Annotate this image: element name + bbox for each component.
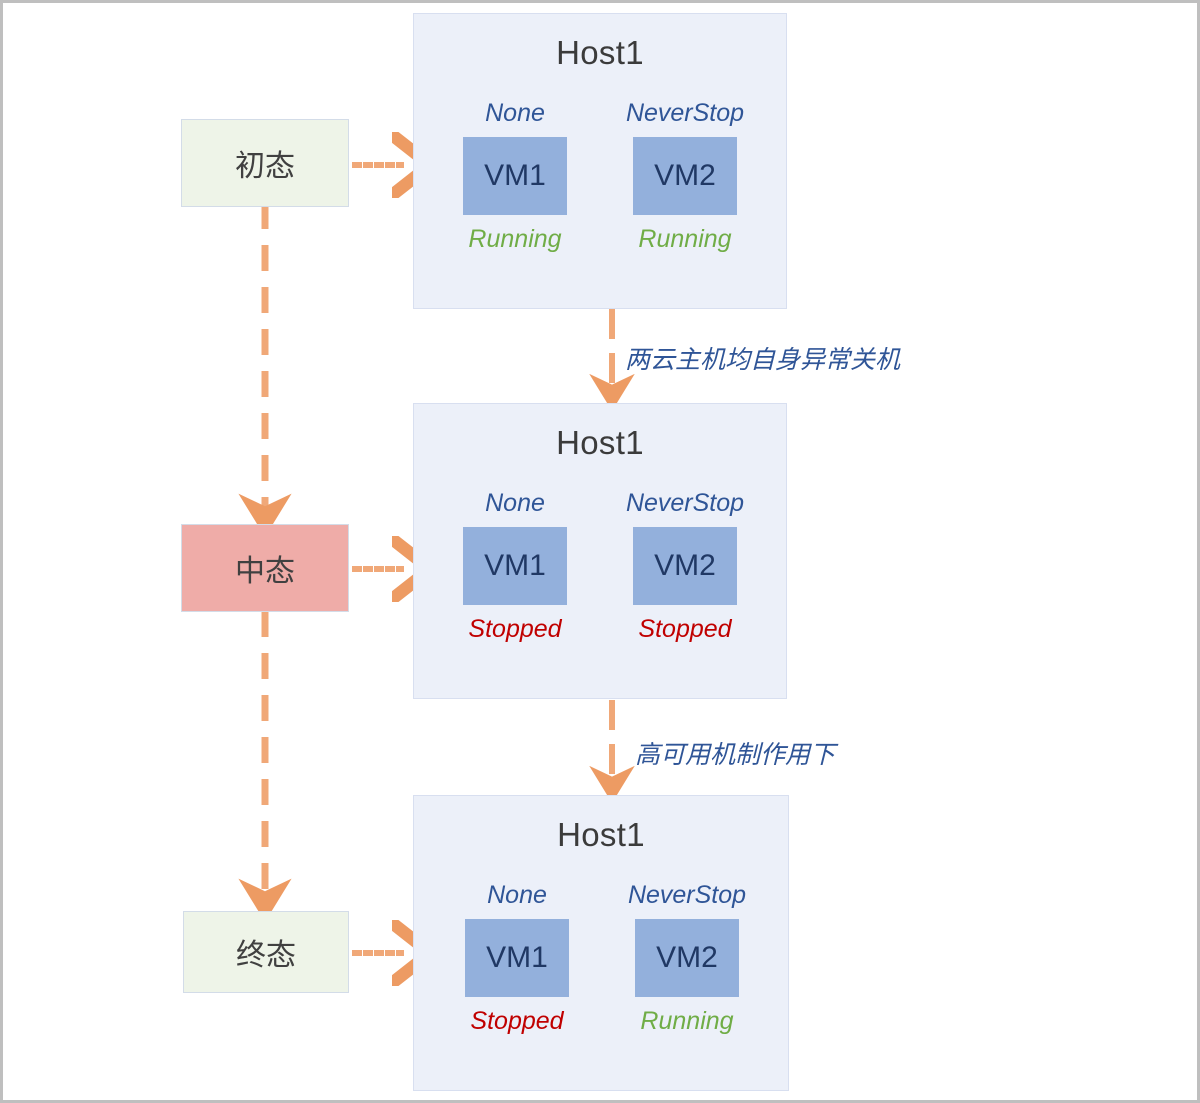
vm-policy-stage-3-vm1: None: [487, 881, 547, 909]
host-box-stage-3[interactable]: Host1 None VM1 Stopped NeverStop VM2 Run…: [413, 795, 789, 1091]
host-box-stage-1[interactable]: Host1 None VM1 Running NeverStop VM2 Run…: [413, 13, 787, 309]
host-title-stage-3: Host1: [557, 816, 645, 853]
vm-card-stage-1-vm1[interactable]: None VM1 Running: [430, 99, 600, 254]
vm-card-stage-3-vm1[interactable]: None VM1 Stopped: [432, 881, 602, 1036]
vm-chip-stage-1-vm1[interactable]: VM1: [463, 136, 567, 215]
transition-label-host2-to-host3: 高可用机制作用下: [635, 741, 836, 769]
vm-chip-stage-2-vm1[interactable]: VM1: [463, 526, 567, 605]
vm-card-stage-1-vm2[interactable]: NeverStop VM2 Running: [600, 99, 770, 254]
vm-card-stage-3-vm2[interactable]: NeverStop VM2 Running: [602, 881, 772, 1036]
host-title-stage-2: Host1: [556, 424, 644, 461]
vm-policy-stage-1-vm1: None: [485, 99, 545, 127]
vm-chip-stage-1-vm2[interactable]: VM2: [633, 136, 737, 215]
vm-state-stage-3-vm1: Stopped: [470, 1006, 564, 1035]
vm-policy-stage-2-vm1: None: [485, 489, 545, 517]
vm-state-stage-3-vm2: Running: [640, 1006, 734, 1035]
host-title-stage-1: Host1: [556, 34, 644, 71]
vm-card-stage-2-vm1[interactable]: None VM1 Stopped: [430, 489, 600, 644]
vm-card-stage-2-vm2[interactable]: NeverStop VM2 Stopped: [600, 489, 770, 644]
vm-policy-stage-1-vm2: NeverStop: [625, 99, 745, 127]
vm-policy-stage-2-vm2: NeverStop: [625, 489, 745, 517]
phase-label-final: 终态: [236, 939, 296, 972]
vm-state-stage-1-vm2: Running: [638, 224, 732, 253]
vm-chip-stage-3-vm1[interactable]: VM1: [465, 918, 569, 997]
phase-box-middle[interactable]: 中态: [181, 524, 349, 612]
phase-label-initial: 初态: [235, 150, 295, 183]
vm-state-stage-2-vm2: Stopped: [638, 614, 732, 643]
vm-state-stage-1-vm1: Running: [468, 224, 562, 253]
phase-label-middle: 中态: [235, 555, 295, 588]
phase-box-final[interactable]: 终态: [183, 911, 349, 993]
host-box-stage-2[interactable]: Host1 None VM1 Stopped NeverStop VM2 Sto…: [413, 403, 787, 699]
vm-chip-stage-2-vm2[interactable]: VM2: [633, 526, 737, 605]
phase-box-initial[interactable]: 初态: [181, 119, 349, 207]
vm-policy-stage-3-vm2: NeverStop: [627, 881, 747, 909]
vm-chip-stage-3-vm2[interactable]: VM2: [635, 918, 739, 997]
vm-state-stage-2-vm1: Stopped: [468, 614, 562, 643]
transition-label-host1-to-host2: 两云主机均自身异常关机: [625, 346, 901, 374]
